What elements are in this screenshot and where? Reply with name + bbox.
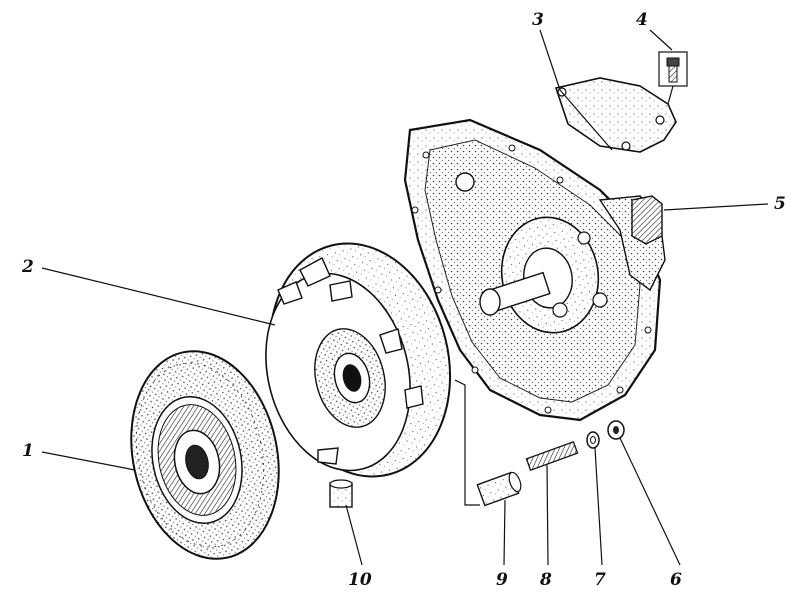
callout-9: 9 [496,570,508,590]
leader-line-1 [41,451,136,471]
callout-1: 1 [22,441,34,461]
washer [586,431,600,449]
leader-lines [41,29,769,566]
clutch-disc [130,350,280,560]
callout-3: 3 [532,10,544,30]
pressure-plate [265,242,452,478]
bushing-10 [329,479,353,508]
leader-line-2 [41,267,276,326]
assembly-guide-line [454,379,480,506]
bolt [658,51,688,87]
leader-line-6 [619,437,681,566]
callout-8: 8 [540,570,552,590]
cover-gasket [554,77,677,153]
callout-2: 2 [22,257,34,277]
leader-line-5 [663,203,769,211]
leader-line-4 [649,29,673,51]
bushing-9 [476,471,522,507]
callout-10: 10 [348,570,372,590]
leader-line-3 [539,29,613,151]
callout-5: 5 [774,194,786,214]
nut [607,420,625,440]
leader-line-4b [667,85,674,105]
stud [525,440,579,472]
callout-7: 7 [594,570,606,590]
leader-line-8 [546,464,549,566]
clutch-housing [403,118,666,422]
callout-4: 4 [636,10,648,30]
leader-line-7 [594,447,603,566]
leader-line-10 [345,504,363,566]
leader-line-9 [503,499,506,566]
callout-6: 6 [670,570,682,590]
